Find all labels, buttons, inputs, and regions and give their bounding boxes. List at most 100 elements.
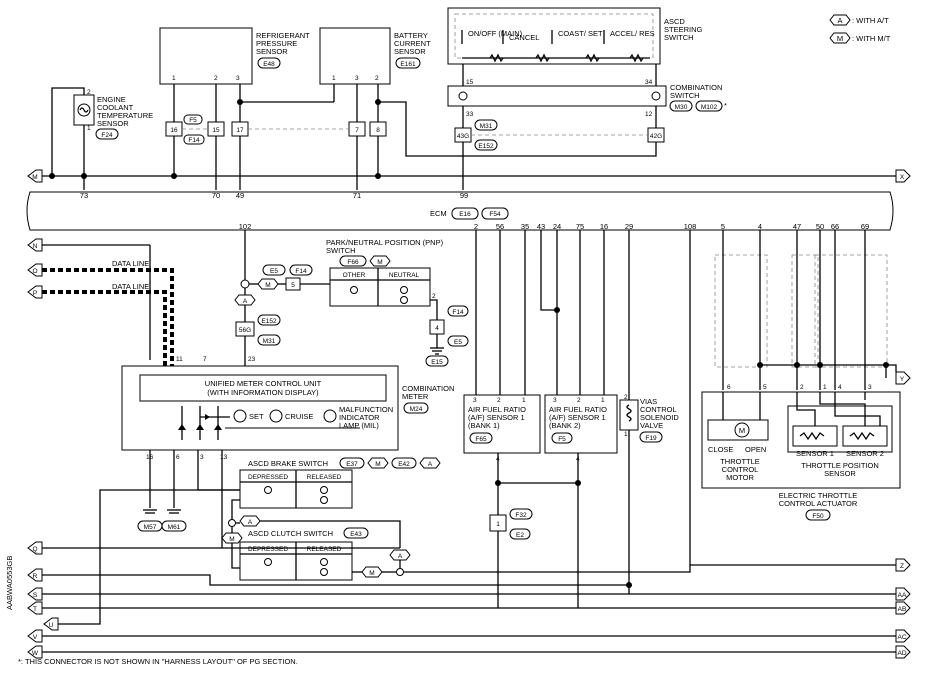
svg-text:SWITCH: SWITCH — [664, 33, 694, 42]
svg-text:THROTTLE: THROTTLE — [720, 457, 760, 466]
footnote: *: THIS CONNECTOR IS NOT SHOWN IN "HARNE… — [18, 657, 298, 666]
svg-text:49: 49 — [236, 191, 244, 200]
svg-text:56: 56 — [496, 222, 504, 231]
svg-text:F19: F19 — [645, 435, 657, 442]
svg-text:W: W — [32, 650, 39, 657]
svg-text:Q: Q — [32, 546, 37, 553]
svg-text:AA: AA — [898, 592, 907, 599]
svg-text:29: 29 — [625, 222, 633, 231]
svg-text:COMBINATION: COMBINATION — [670, 83, 722, 92]
svg-text:33: 33 — [466, 111, 474, 118]
svg-text:AC: AC — [897, 634, 906, 641]
svg-text:O: O — [32, 268, 37, 275]
svg-text:CLOSE: CLOSE — [708, 445, 733, 454]
data-line-label-1: DATA LINE — [112, 259, 149, 268]
svg-text:1: 1 — [172, 75, 176, 82]
svg-text:DEPRESSED: DEPRESSED — [248, 474, 288, 481]
svg-text:3: 3 — [236, 75, 240, 82]
svg-text:M31: M31 — [480, 123, 493, 130]
junction-connectors: 16 15 17 7 8 F5 F14 — [165, 114, 387, 145]
svg-text:OPEN: OPEN — [745, 445, 766, 454]
svg-text:S: S — [33, 592, 38, 599]
svg-text:15: 15 — [212, 127, 220, 134]
svg-text:AIR FUEL RATIO: AIR FUEL RATIO — [549, 405, 607, 414]
svg-text:1: 1 — [87, 125, 91, 132]
svg-text:P: P — [33, 290, 37, 297]
svg-text:E152: E152 — [478, 143, 494, 150]
svg-text:8: 8 — [376, 127, 380, 134]
svg-text:CONTROL: CONTROL — [722, 465, 759, 474]
svg-text:1: 1 — [332, 75, 336, 82]
svg-text:16: 16 — [600, 222, 608, 231]
svg-text:SWITCH: SWITCH — [326, 246, 356, 255]
svg-text:M: M — [377, 259, 382, 266]
svg-text:2: 2 — [624, 394, 628, 401]
legend-m-text: : WITH M/T — [852, 34, 891, 43]
svg-text:F14: F14 — [295, 268, 307, 275]
svg-text:15: 15 — [466, 79, 474, 86]
svg-text:42G: 42G — [650, 133, 662, 140]
svg-text:CRUISE: CRUISE — [285, 412, 313, 421]
svg-text:2: 2 — [497, 397, 501, 404]
svg-text:M: M — [369, 570, 374, 577]
ecm-bottom-terminals: 102 2 56 35 43 24 75 16 29 108 5 4 47 50… — [239, 222, 869, 231]
svg-text:BATTERY: BATTERY — [394, 31, 428, 40]
svg-text:AB: AB — [898, 606, 907, 613]
svg-text:F66: F66 — [347, 259, 359, 266]
svg-text:INDICATOR: INDICATOR — [339, 413, 380, 422]
svg-text:1: 1 — [823, 384, 827, 391]
svg-text:E43: E43 — [350, 531, 362, 538]
svg-text:AD: AD — [897, 650, 906, 657]
svg-text:3: 3 — [473, 397, 477, 404]
svg-text:F14: F14 — [452, 309, 464, 316]
svg-text:F65: F65 — [475, 436, 487, 443]
svg-text:17: 17 — [236, 127, 244, 134]
svg-text:3: 3 — [355, 75, 359, 82]
ascd-switch-onoff: ON/OFF (MAIN) — [468, 29, 523, 38]
svg-text:2: 2 — [375, 75, 379, 82]
svg-text:E15: E15 — [431, 359, 443, 366]
svg-text:M57: M57 — [144, 524, 157, 531]
svg-text:F32: F32 — [515, 512, 527, 519]
svg-text:M30: M30 — [675, 104, 688, 111]
svg-text:CONTROL ACTUATOR: CONTROL ACTUATOR — [779, 499, 858, 508]
svg-text:AIR FUEL RATIO: AIR FUEL RATIO — [468, 405, 526, 414]
svg-text:73: 73 — [80, 191, 88, 200]
legend-a: A — [837, 16, 842, 25]
combination-switch-box — [447, 85, 667, 107]
svg-text:E161: E161 — [400, 61, 416, 68]
svg-text:N: N — [33, 243, 38, 250]
data-line-label-2: DATA LINE — [112, 282, 149, 291]
svg-text:ELECTRIC THROTTLE: ELECTRIC THROTTLE — [779, 491, 858, 500]
svg-text:2: 2 — [577, 397, 581, 404]
svg-text:M61: M61 — [168, 524, 181, 531]
svg-text:R: R — [33, 573, 38, 580]
svg-text:3: 3 — [553, 397, 557, 404]
svg-text:13: 13 — [220, 454, 228, 461]
svg-text:A: A — [243, 298, 248, 305]
svg-text:COOLANT: COOLANT — [97, 103, 134, 112]
svg-text:VALVE: VALVE — [640, 421, 663, 430]
svg-text:A: A — [428, 461, 433, 468]
svg-text:E5: E5 — [270, 268, 278, 275]
svg-text:MALFUNCTION: MALFUNCTION — [339, 405, 393, 414]
svg-text:F5: F5 — [558, 436, 566, 443]
right-offpage: Y Z AA AB AC AD — [895, 371, 911, 659]
svg-text:E5: E5 — [454, 339, 462, 346]
svg-text:5: 5 — [763, 384, 767, 391]
svg-text:35: 35 — [521, 222, 529, 231]
ascd-switch-coast: COAST/ SET — [558, 29, 603, 38]
svg-text:MOTOR: MOTOR — [726, 473, 754, 482]
svg-text:75: 75 — [576, 222, 584, 231]
svg-text:NEUTRAL: NEUTRAL — [389, 272, 420, 279]
svg-text:7: 7 — [355, 127, 359, 134]
svg-text:SET: SET — [249, 412, 264, 421]
svg-text:4: 4 — [838, 384, 842, 391]
svg-text:23: 23 — [248, 356, 256, 363]
svg-text:71: 71 — [353, 191, 361, 200]
svg-text:5: 5 — [291, 282, 295, 289]
svg-text:1: 1 — [496, 521, 500, 528]
legend-a-text: : WITH A/T — [852, 16, 889, 25]
svg-text:(BANK 2): (BANK 2) — [549, 421, 581, 430]
offpage-x: X — [900, 174, 905, 181]
